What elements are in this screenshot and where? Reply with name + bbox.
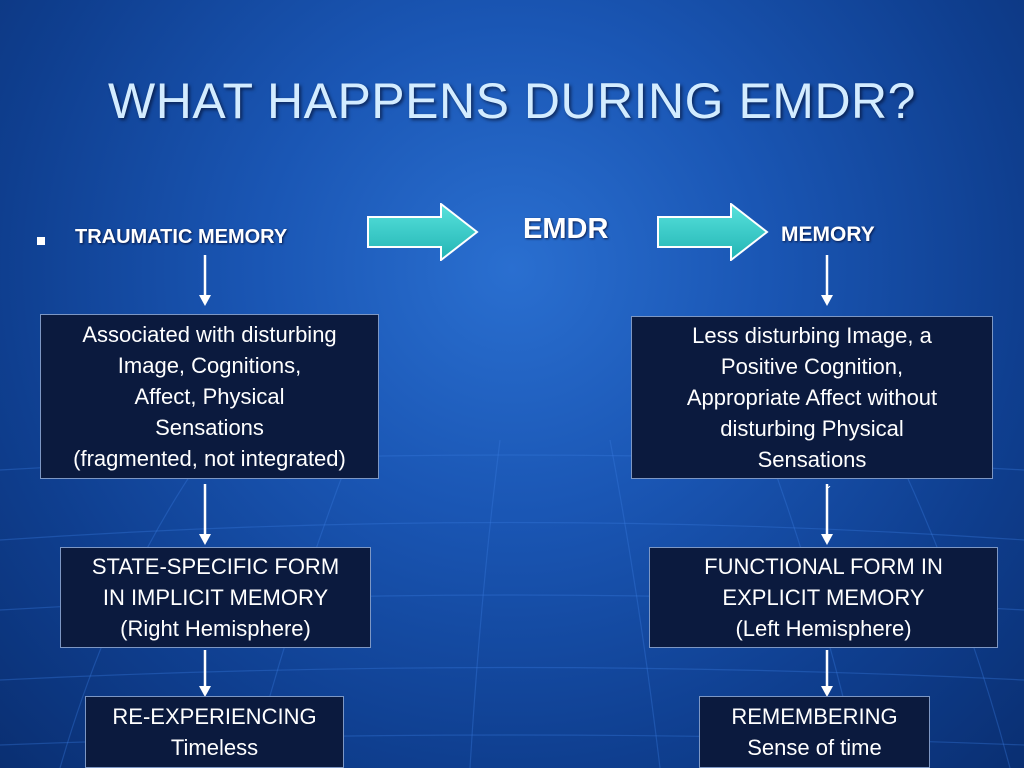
re-experiencing-box: RE-EXPERIENCING Timeless (85, 696, 344, 768)
arrow-down-icon (821, 650, 833, 697)
block-arrow-right-icon (657, 203, 769, 261)
box-text: STATE-SPECIFIC FORM IN IMPLICIT MEMORY (… (91, 554, 340, 641)
emdr-label: EMDR (523, 213, 609, 245)
box-text: REMEMBERING Sense of time (731, 704, 898, 760)
arrow-down-icon (199, 650, 211, 697)
box-text: FUNCTIONAL FORM IN EXPLICIT MEMORY (Left… (704, 554, 943, 641)
bullet-marker (37, 237, 45, 245)
state-specific-form-box: STATE-SPECIFIC FORM IN IMPLICIT MEMORY (… (60, 547, 371, 648)
traumatic-memory-label: TRAUMATIC MEMORY (75, 226, 288, 248)
block-arrow-right-icon (367, 203, 479, 261)
arrow-down-icon (821, 255, 833, 306)
processed-memory-characteristics-box: Less disturbing Image, a Positive Cognit… (631, 316, 993, 479)
memory-label: MEMORY (781, 223, 875, 246)
slide-title: WHAT HAPPENS DURING EMDR? (108, 73, 916, 129)
box-text: Associated with disturbing Image, Cognit… (73, 322, 346, 471)
box-text: Less disturbing Image, a Positive Cognit… (686, 323, 938, 472)
traumatic-memory-characteristics-box: Associated with disturbing Image, Cognit… (40, 314, 379, 479)
arrow-down-icon (821, 484, 833, 545)
arrow-down-icon (199, 484, 211, 545)
functional-form-box: FUNCTIONAL FORM IN EXPLICIT MEMORY (Left… (649, 547, 998, 648)
remembering-box: REMEMBERING Sense of time (699, 696, 930, 768)
arrow-down-icon (199, 255, 211, 306)
box-text: RE-EXPERIENCING Timeless (112, 704, 317, 760)
